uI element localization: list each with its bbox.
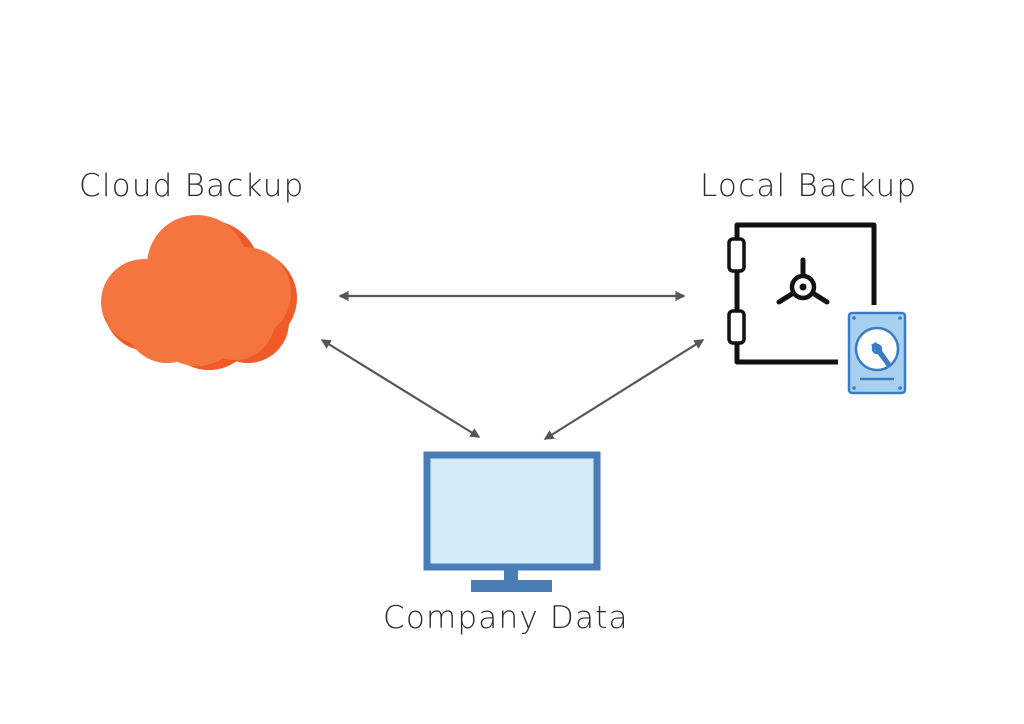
company-data-label: Company Data bbox=[383, 600, 629, 636]
hard-drive-icon bbox=[847, 311, 907, 395]
cloud-backup-label: Cloud Backup bbox=[79, 168, 305, 204]
safe-icon bbox=[727, 222, 877, 365]
local-backup-label: Local Backup bbox=[700, 168, 918, 204]
cloud-icon bbox=[101, 215, 297, 370]
edge-cloud-company-arrow bbox=[320, 339, 481, 438]
edge-local-company-arrow bbox=[543, 339, 705, 440]
monitor-icon bbox=[423, 451, 601, 592]
